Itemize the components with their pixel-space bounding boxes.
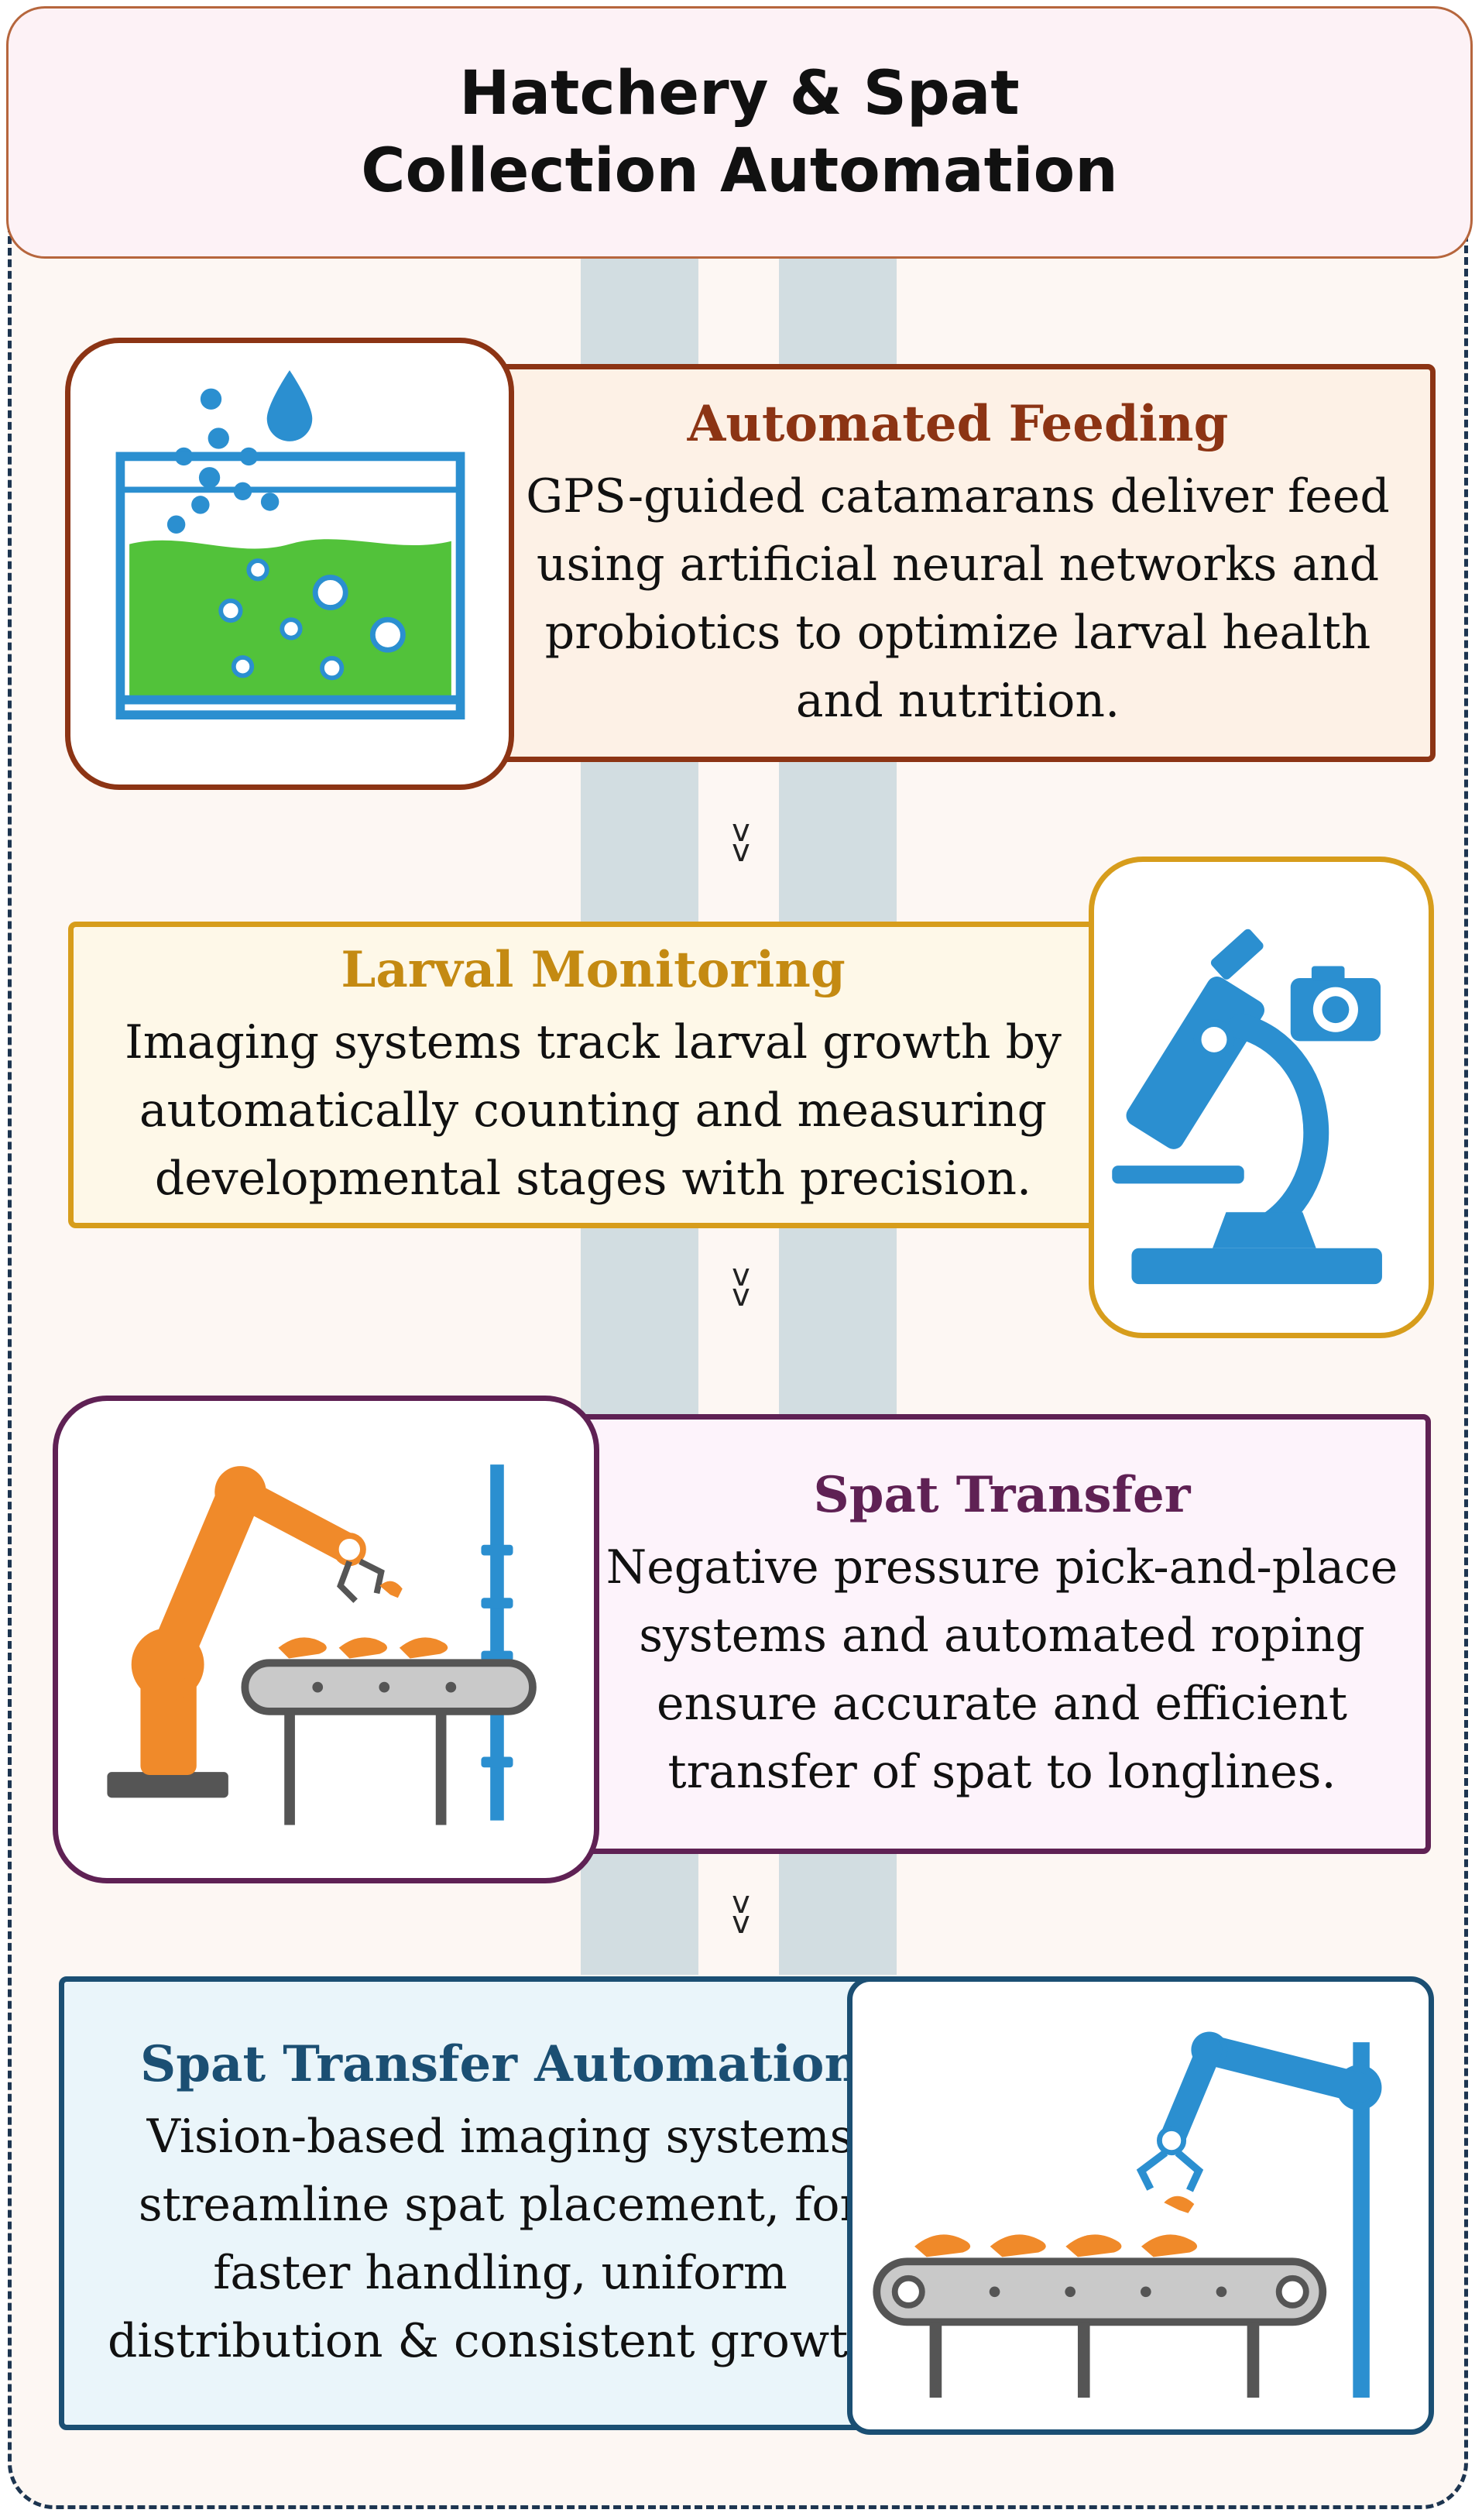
- step-card-automated-feeding: Automated Feeding GPS-guided catamarans …: [480, 364, 1436, 762]
- step-connector-arrow: v v: [732, 1885, 750, 1941]
- diagram-title: Hatchery & Spat Collection Automation: [361, 59, 1118, 206]
- vision-robot-conveyor-icon: [873, 2031, 1382, 2398]
- step-card-spat-transfer: Spat Transfer Negative pressure pick-and…: [542, 1414, 1431, 1854]
- step-title: Spat Transfer Automation: [140, 2035, 860, 2093]
- step-connector-arrow: v v: [732, 813, 750, 869]
- microscope-camera-icon: [1112, 929, 1382, 1285]
- robot-arm-conveyor-icon: [53, 1396, 599, 1883]
- step-card-larval-monitoring: Larval Monitoring Imaging systems track …: [68, 922, 1118, 1228]
- aquarium-feeding-icon: [115, 370, 465, 720]
- title-box: Hatchery & Spat Collection Automation: [6, 6, 1473, 259]
- vision-robot-conveyor-icon: [847, 1976, 1434, 2435]
- step-title: Spat Transfer: [813, 1466, 1191, 1524]
- step-title: Larval Monitoring: [341, 941, 846, 999]
- step-body: Vision-based imaging systems streamline …: [107, 2110, 894, 2368]
- aquarium-feeding-icon: [65, 338, 514, 790]
- step-body: Negative pressure pick-and-place systems…: [605, 1540, 1398, 1799]
- robot-arm-conveyor-icon: [107, 1464, 537, 1825]
- microscope-camera-icon: [1089, 857, 1434, 1338]
- step-body: GPS-guided catamarans deliver feed using…: [526, 469, 1390, 728]
- step-connector-arrow: v v: [732, 1258, 750, 1313]
- step-title: Automated Feeding: [687, 395, 1229, 453]
- step-body: Imaging systems track larval growth by a…: [125, 1015, 1062, 1206]
- step-card-spat-transfer-automation: Spat Transfer Automation Vision-based im…: [59, 1976, 942, 2430]
